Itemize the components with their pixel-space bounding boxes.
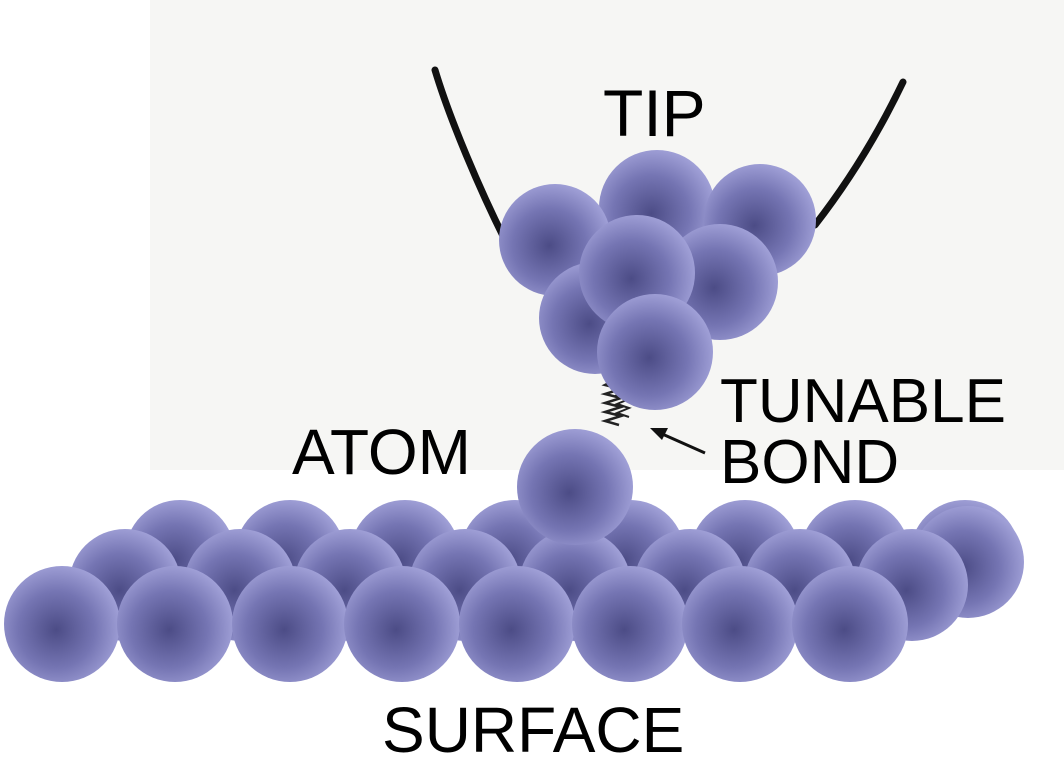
tunable-bond-label: TUNABLE BOND (720, 367, 1006, 497)
atoms-layer (4, 150, 1024, 682)
tunable-bond-label-line1: TUNABLE (720, 367, 1006, 436)
tip-right-edge (811, 78, 907, 229)
adsorbed-atom (517, 429, 633, 545)
surface-atom (572, 566, 688, 682)
tip-label: TIP (603, 76, 706, 150)
paper-background-left (0, 0, 150, 90)
atom-label: ATOM (292, 416, 471, 488)
surface-atom (232, 566, 348, 682)
surface-atom (792, 566, 908, 682)
surface-atom (344, 566, 460, 682)
surface-atom (682, 566, 798, 682)
surface-label: SURFACE (382, 694, 685, 766)
bond-arrow-head (650, 428, 668, 440)
surface-atom (4, 566, 120, 682)
surface-atom (117, 566, 233, 682)
tip-apex-atom (597, 294, 713, 410)
tunable-bond-label-line2: BOND (720, 427, 900, 497)
bond-arrow-line (659, 431, 706, 455)
tip-left-edge (431, 66, 509, 244)
surface-atom (459, 566, 575, 682)
